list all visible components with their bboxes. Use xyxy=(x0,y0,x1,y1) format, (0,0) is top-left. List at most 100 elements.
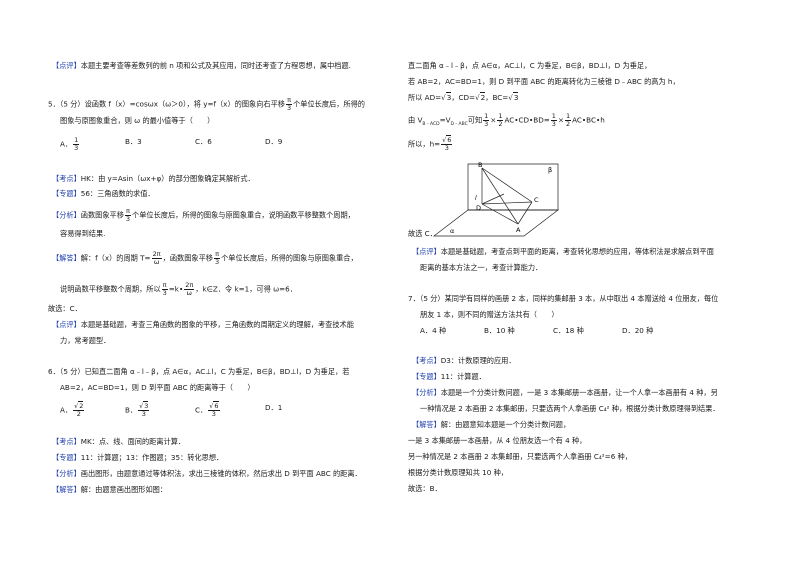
q5-kaodian: 【考点】HK：由 y=Asin（ωx+φ）的部分图象确定其解析式． xyxy=(52,174,255,184)
q5-option-c: C．6 xyxy=(195,137,212,146)
dihedral-figure: B β l D C A α xyxy=(432,161,560,237)
q7-option-d: D．20 种 xyxy=(622,326,654,335)
zhuanti-tag: 【专题】 xyxy=(52,453,81,462)
kaodian-text: D3：计数原理的应用． xyxy=(440,356,516,365)
jieda-text: 说明函数平移整数个周期，所以 xyxy=(60,284,161,294)
denominator: 3 xyxy=(141,410,146,418)
option-label: A． xyxy=(60,405,73,415)
jieda-text: 解：由题意画出图形如图： xyxy=(80,485,168,494)
zhuanti-text: 11：计算题；13：作图题；35：转化思想． xyxy=(80,453,224,462)
q7-stem-line2: 朋友 1 本，则不同的赠送方法共有（ ） xyxy=(420,310,559,319)
q7-jieda-line2: 一是 3 本集邮册一本画册，从 4 位朋友选一个有 4 种， xyxy=(408,436,587,445)
option-label: C． xyxy=(195,405,208,415)
label-beta: β xyxy=(548,166,552,174)
q5-fenxi-line2: 容易得到结果. xyxy=(60,229,106,238)
denominator: 3 xyxy=(444,144,449,152)
comment-tag: 【点评】 xyxy=(412,247,441,256)
q6-cont-line3: 所以 AD=√3，CD=√2，BC=√3 xyxy=(408,92,519,102)
comment-tag: 【点评】 xyxy=(52,320,81,329)
subscript: B﹣ACD xyxy=(422,121,440,127)
comment-text: 本题是基础题，考查三角函数的图象的平移，三角函数的周期定义的理解，考查技术能 xyxy=(80,320,354,329)
denominator: 2 xyxy=(498,120,503,128)
text: 所以，h= xyxy=(408,139,441,149)
jieda-text: ，函数图象平移 xyxy=(162,253,213,263)
q7-stem: 7．（5 分）某同学有同样的画册 2 本，同样的集邮册 3 本，从中取出 4 本… xyxy=(408,294,719,303)
q7-zhuanti: 【专题】11：计算题． xyxy=(412,372,486,382)
radicand: 3 xyxy=(143,401,149,410)
q7-jieda: 【解答】解：由题意知本题是一个分类计数问题， xyxy=(412,420,570,430)
jieda-text: =k xyxy=(168,284,179,294)
denominator: 3 xyxy=(162,289,167,297)
q6-cont-line2: 若 AB=2，AC=BD=1，则 D 到平面 ABC 的距离转化为三棱锥 D﹣A… xyxy=(408,77,680,86)
label-alpha: α xyxy=(450,227,454,235)
numerator: √3 xyxy=(138,401,150,411)
jieda-text: 个单位长度后，所得的图象与原图象重合， xyxy=(221,253,358,263)
label-a: A xyxy=(516,226,521,234)
denominator: 3 xyxy=(125,215,131,223)
q7-fenxi-line2: 一种情况是 2 本画册 2 本集邮册，只要选两个人拿画册 C₄² 种，根据分类计… xyxy=(420,404,720,413)
label-d: D xyxy=(476,204,481,212)
q5-option-d: D．9 xyxy=(265,137,283,146)
radicand: 6 xyxy=(213,401,219,410)
q6-zhuanti: 【专题】11：计算题；13：作图题；35：转化思想． xyxy=(52,453,223,463)
comment-text: 本题主要考查等差数列的前 n 项和公式及其应用，同时还考查了方程思想，属中档题. xyxy=(80,61,351,70)
text: ，BC= xyxy=(485,93,509,102)
segment-dc xyxy=(481,201,533,205)
segment-bc xyxy=(481,167,533,203)
fenxi-text: 个单位长度后，所得的图象与原图象重合，说明函数平移整数个周期， xyxy=(132,210,355,220)
denominator: 3 xyxy=(214,258,220,266)
q6-jieda: 【解答】解：由题意画出图形如图： xyxy=(52,485,167,495)
radicand: 6 xyxy=(446,135,452,144)
q5-stem-part: 5．（5 分）设函数 f（x）=cosωx（ω＞0），将 y=f（x）的图象向右… xyxy=(48,99,285,109)
denominator: 3 xyxy=(211,410,216,418)
segment-da xyxy=(481,203,519,225)
denominator: 3 xyxy=(551,120,556,128)
text: 所以 AD= xyxy=(408,93,442,102)
q5-zhuanti: 【专题】56：三角函数的求值． xyxy=(52,189,155,199)
text: AC•CD•BD= xyxy=(504,115,550,125)
q7-option-c: C．18 种 xyxy=(553,326,584,335)
radicand: 2 xyxy=(479,92,486,102)
jieda-text: 解：f（x）的周期 T= xyxy=(80,253,151,263)
numerator: 1 xyxy=(73,136,80,145)
q6-answer: 故选 C． xyxy=(408,229,437,238)
kaodian-tag: 【考点】 xyxy=(52,174,81,183)
q7-jieda-line3: 另一种情况是 2 本画册 2 本集邮册，只要选两个人拿画册 C₄²=6 种， xyxy=(408,452,632,461)
q5-stem-line2: 图象与原图象重合，则 ω 的最小值等于（ ） xyxy=(60,116,215,125)
fenxi-tag: 【分析】 xyxy=(412,388,441,397)
q5-option-b: B．3 xyxy=(125,137,142,146)
q4-comment: 【点评】本题主要考查等差数列的前 n 项和公式及其应用，同时还考查了方程思想，属… xyxy=(52,61,351,71)
kaodian-text: HK：由 y=Asin（ωx+φ）的部分图象确定其解析式． xyxy=(80,174,255,183)
jieda-tag: 【解答】 xyxy=(412,420,441,429)
q7-kaodian: 【考点】D3：计数原理的应用． xyxy=(412,356,516,366)
comment-text: 本题是基础题，考查点到平面的距离，考查转化思想的应用，等体积法是求解点到平面 xyxy=(440,247,714,256)
q5-comment-line2: 力，常考题型． xyxy=(60,336,111,345)
q7-answer: 故选：B． xyxy=(408,484,442,493)
denominator: ω xyxy=(186,289,192,297)
jieda-text: • xyxy=(178,284,184,294)
numerator: √2 xyxy=(73,401,85,411)
denominator: ω xyxy=(153,258,160,266)
zhuanti-tag: 【专题】 xyxy=(412,372,441,381)
q7-jieda-line4: 根据分类计数原理知共 10 种， xyxy=(408,468,508,477)
text: AC•BC•h xyxy=(572,115,605,125)
zhuanti-text: 56：三角函数的求值． xyxy=(80,189,155,198)
label-b: B xyxy=(478,161,482,169)
radicand: 3 xyxy=(445,92,452,102)
q6-comment-line2: 距离的基本方法之一，考查计算能力． xyxy=(420,263,543,272)
